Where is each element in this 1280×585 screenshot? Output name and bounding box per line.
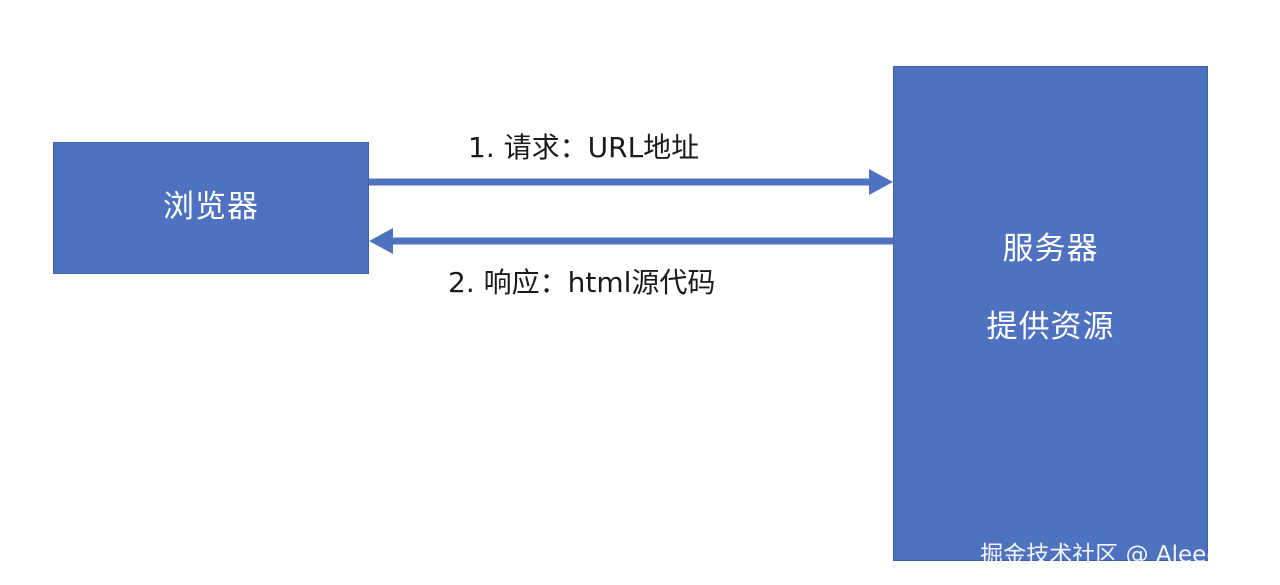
response-arrow xyxy=(369,228,893,254)
server-node-subtitle: 提供资源 xyxy=(986,308,1115,345)
request-edge-label: 1. 请求：URL地址 xyxy=(468,131,700,164)
server-node: 服务器 提供资源 xyxy=(893,66,1208,561)
browser-node-label: 浏览器 xyxy=(163,189,259,226)
request-arrow xyxy=(369,169,893,195)
watermark: 掘金技术社区 @ Aleeeeex xyxy=(980,542,1262,568)
browser-node: 浏览器 xyxy=(53,142,369,274)
server-node-title: 服务器 xyxy=(1002,231,1099,268)
response-edge-label: 2. 响应：html源代码 xyxy=(448,266,716,299)
